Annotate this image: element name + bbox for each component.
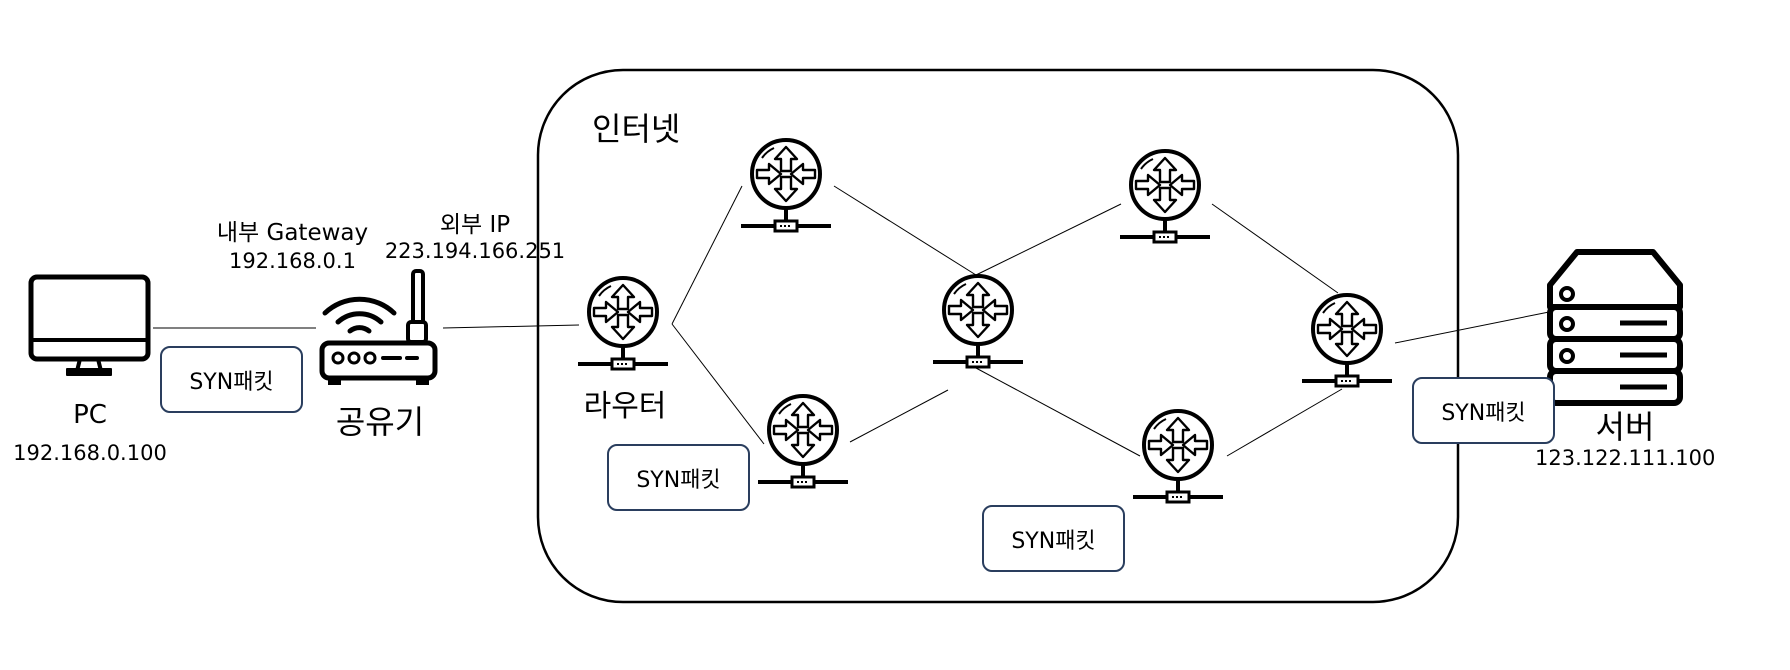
link-exit-server	[1394, 310, 1555, 344]
link-r2-center	[849, 389, 949, 443]
server-ip: 123.122.111.100	[1535, 446, 1716, 470]
links	[153, 185, 1555, 457]
syn-packet: SYN패킷	[1412, 377, 1555, 444]
server-icon	[1547, 249, 1683, 406]
monitor-icon	[28, 274, 151, 376]
router-icon	[1131, 409, 1225, 504]
link-gateway-router	[442, 324, 580, 329]
external-ip-value: 223.194.166.251	[384, 239, 566, 263]
router-icon	[1118, 149, 1212, 244]
syn-packet: SYN패킷	[160, 346, 303, 413]
internet-boundary	[536, 68, 1460, 604]
external-ip-label: 외부 IP	[439, 212, 511, 238]
router-icon	[931, 274, 1025, 369]
pc-label: PC	[73, 400, 107, 430]
router-icon	[739, 138, 833, 233]
link-router-r1	[671, 185, 743, 325]
internet-label: 인터넷	[592, 110, 681, 148]
internal-gateway-ip: 192.168.0.1	[229, 249, 356, 273]
server-label: 서버	[1595, 408, 1655, 446]
pc-ip: 192.168.0.100	[13, 441, 167, 465]
router-icon	[1300, 293, 1394, 388]
router-icon	[576, 276, 670, 371]
gateway-name: 공유기	[335, 403, 425, 441]
link-r4-exit	[1226, 388, 1343, 457]
syn-packet: SYN패킷	[982, 505, 1125, 572]
link-r1-center	[833, 185, 977, 276]
link-r3-exit	[1211, 203, 1339, 294]
wifi-router-icon	[319, 269, 438, 385]
link-center-r4	[975, 367, 1141, 457]
router-icon	[756, 394, 850, 489]
link-router-r2	[671, 323, 765, 445]
internal-gateway-label: 내부 Gateway	[216, 220, 369, 246]
router-label: 라우터	[583, 389, 667, 424]
syn-packet: SYN패킷	[607, 444, 750, 511]
link-center-r3	[975, 203, 1122, 276]
